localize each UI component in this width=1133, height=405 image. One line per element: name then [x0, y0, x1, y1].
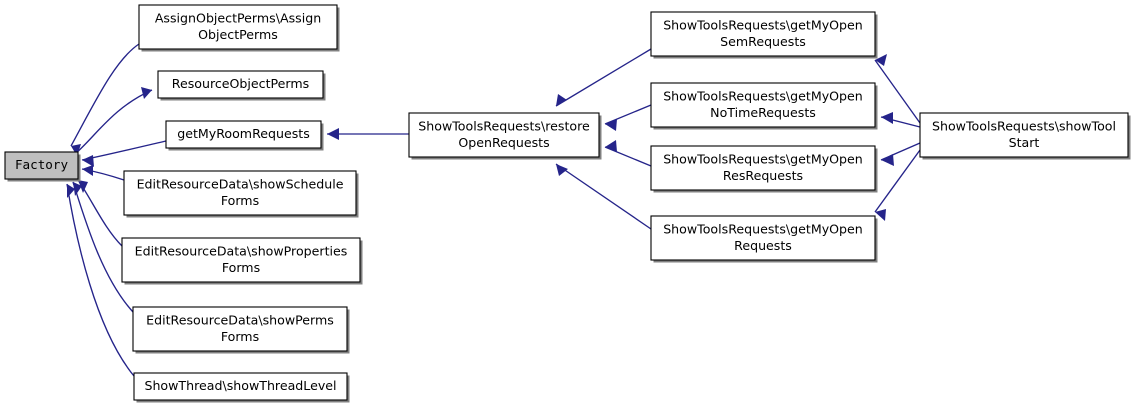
edge-line: [874, 149, 921, 213]
node-box[interactable]: [408, 112, 600, 158]
arrowhead-icon: [881, 154, 894, 166]
edge-factory-to-resource-object-perms: [74, 87, 153, 155]
edge-show-tool-start-to-get-my-open-sem-requests: [874, 54, 921, 124]
edge-get-my-open-no-time-requests-to-restore-open-requests: [604, 104, 652, 131]
edge-line: [77, 179, 123, 247]
node-label: Requests: [734, 238, 792, 253]
edge-get-my-open-sem-requests-to-restore-open-requests: [555, 48, 652, 107]
node-box[interactable]: [650, 215, 876, 261]
edge-line: [81, 140, 167, 161]
node-box[interactable]: [157, 70, 324, 99]
node-label: ShowToolsRequests\restore: [418, 118, 590, 133]
arrowhead-icon: [71, 144, 81, 156]
arrowhead-icon: [82, 155, 94, 167]
edge-line: [74, 89, 153, 155]
arrowhead-icon: [881, 112, 893, 124]
arrowhead-icon: [556, 164, 568, 176]
node-label: Forms: [221, 329, 259, 344]
node-box[interactable]: [650, 11, 876, 57]
node-show-thread-show-thread-level[interactable]: ShowThread\showThreadLevel: [133, 372, 350, 403]
edge-get-my-room-requests-to-factory: [81, 140, 167, 167]
node-label: EditResourceData\showProperties: [135, 243, 348, 258]
node-label: Forms: [222, 260, 260, 275]
nodes-layer: Factory AssignObjectPerms\AssignObjectPer…: [4, 4, 1131, 403]
node-label: ShowToolsRequests\getMyOpen: [663, 17, 863, 32]
node-box[interactable]: [165, 120, 322, 149]
node-box[interactable]: [133, 372, 348, 401]
node-label: ShowToolsRequests\getMyOpen: [663, 88, 863, 103]
node-label: ObjectPerms: [198, 27, 278, 42]
edge-show-thread-show-thread-level-to-factory: [66, 183, 135, 377]
node-label: NoTimeRequests: [710, 105, 816, 120]
edge-get-my-open-requests-to-restore-open-requests: [555, 163, 652, 230]
node-label: Start: [1009, 135, 1040, 150]
arrowhead-icon: [82, 165, 93, 176]
edge-edit-resource-data-show-schedule-forms-to-factory: [81, 165, 125, 181]
arrowhead-icon: [556, 94, 567, 106]
arrowhead-icon: [605, 119, 617, 131]
edge-line: [72, 181, 134, 313]
node-box[interactable]: [650, 82, 876, 128]
node-get-my-room-requests[interactable]: getMyRoomRequests: [165, 120, 324, 151]
node-label: ShowThread\showThreadLevel: [144, 378, 336, 393]
node-label: OpenRequests: [458, 135, 549, 150]
node-label: AssignObjectPerms\Assign: [155, 10, 321, 25]
edge-restore-open-requests-to-get-my-room-requests: [327, 128, 409, 140]
edge-line: [66, 183, 135, 377]
edge-edit-resource-data-show-properties-forms-to-factory: [77, 179, 123, 247]
node-label: EditResourceData\showPerms: [146, 312, 334, 327]
edge-assign-object-perms-to-factory: [70, 43, 140, 156]
node-label: Factory: [15, 157, 68, 172]
edge-line: [70, 43, 140, 147]
edge-line: [874, 59, 921, 124]
node-label: ShowToolsRequests\getMyOpen: [663, 151, 863, 166]
node-assign-object-perms[interactable]: AssignObjectPerms\AssignObjectPerms: [138, 4, 340, 52]
arrowhead-icon: [67, 184, 75, 198]
node-get-my-open-no-time-requests[interactable]: ShowToolsRequests\getMyOpenNoTimeRequest…: [650, 82, 878, 130]
arrowhead-icon: [875, 209, 886, 221]
node-box[interactable]: [123, 170, 357, 216]
arrowhead-icon: [605, 140, 617, 152]
node-label: ShowToolsRequests\showTool: [932, 118, 1116, 133]
node-label: Forms: [221, 193, 259, 208]
node-label: ShowToolsRequests\getMyOpen: [663, 221, 863, 236]
node-label: ResRequests: [723, 168, 803, 183]
arrowhead-icon: [73, 182, 82, 196]
arrowhead-icon: [327, 128, 339, 140]
edge-get-my-open-res-requests-to-restore-open-requests: [604, 140, 652, 167]
node-box[interactable]: [919, 112, 1129, 158]
node-label: SemRequests: [720, 34, 806, 49]
edge-show-tool-start-to-get-my-open-requests: [874, 149, 921, 221]
edge-line: [555, 48, 652, 107]
arrowhead-icon: [875, 54, 887, 66]
node-label: ResourceObjectPerms: [172, 76, 309, 91]
node-box[interactable]: [138, 4, 338, 50]
edge-show-tool-start-to-get-my-open-res-requests: [880, 142, 921, 166]
node-box[interactable]: [121, 237, 361, 283]
node-label: EditResourceData\showSchedule: [137, 176, 344, 191]
node-factory[interactable]: Factory: [4, 151, 81, 182]
edge-edit-resource-data-show-perms-forms-to-factory: [72, 181, 134, 313]
node-box[interactable]: [132, 306, 348, 352]
edges-layer: [66, 43, 921, 377]
arrowhead-icon: [78, 180, 88, 193]
arrowhead-icon: [141, 87, 152, 99]
edge-show-tool-start-to-get-my-open-no-time-requests: [880, 112, 921, 128]
node-label: getMyRoomRequests: [177, 126, 310, 141]
node-box[interactable]: [650, 145, 876, 191]
node-box[interactable]: [4, 151, 79, 180]
edge-line: [555, 163, 652, 230]
node-resource-object-perms[interactable]: ResourceObjectPerms: [157, 70, 326, 101]
